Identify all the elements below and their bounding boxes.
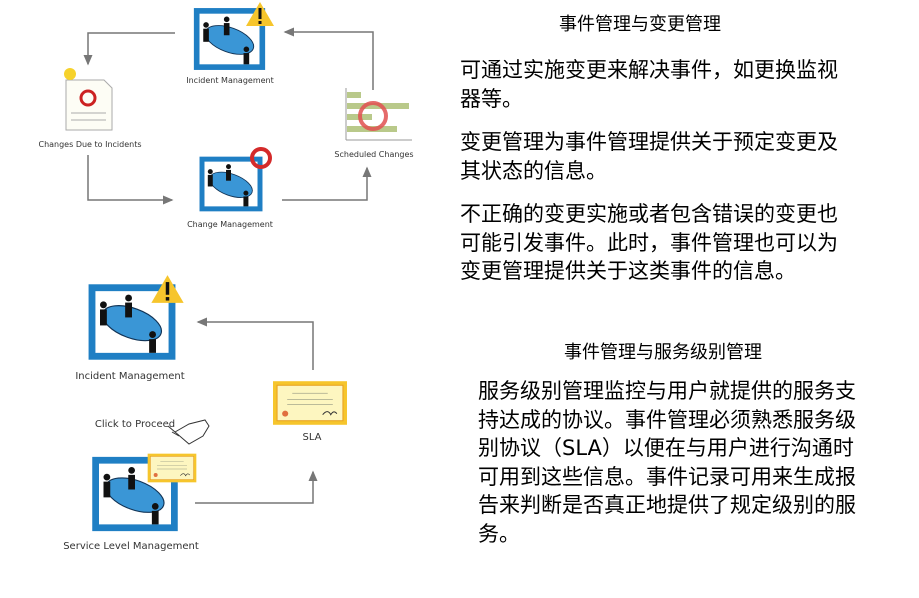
document-icon (64, 68, 113, 131)
scheduled-changes-icon (345, 88, 412, 141)
section1-paragraph-2: 变更管理为事件管理提供关于预定变更及其状态的信息。 (460, 130, 838, 183)
scheduled-changes-label: Scheduled Changes (334, 150, 414, 159)
incident-change-diagram (64, 2, 412, 212)
sla-label: SLA (302, 432, 322, 443)
incident-management-label: Incident Management (75, 371, 185, 382)
arrows (195, 317, 318, 504)
refresh-icon (250, 147, 272, 169)
certificate-icon (147, 453, 197, 483)
section1-heading: 事件管理与变更管理 (559, 14, 721, 35)
section2-paragraph: 服务级别管理监控与用户就提供的服务支持达成的协议。事件管理必须熟悉服务级别协议（… (478, 379, 856, 546)
section1-paragraph-3: 不正确的变更实施或者包含错误的变更也可能引发事件。此时，事件管理也可以为变更管理… (460, 202, 838, 283)
incident-management-label: Incident Management (186, 76, 274, 85)
click-to-proceed-link[interactable]: Click to Proceed (94, 419, 176, 430)
change-management-label: Change Management (187, 220, 273, 229)
incident-slm-diagram (87, 275, 348, 532)
sla-certificate-icon (272, 380, 348, 426)
section1-paragraph-1: 可通过实施变更来解决事件，如更换监视器等。 (460, 58, 838, 111)
section2-heading: 事件管理与服务级别管理 (564, 342, 762, 363)
changes-due-label: Changes Due to Incidents (38, 140, 142, 149)
service-level-management-label: Service Level Management (63, 541, 199, 552)
hand-pointer-icon[interactable] (167, 419, 210, 445)
arrows (83, 27, 374, 205)
